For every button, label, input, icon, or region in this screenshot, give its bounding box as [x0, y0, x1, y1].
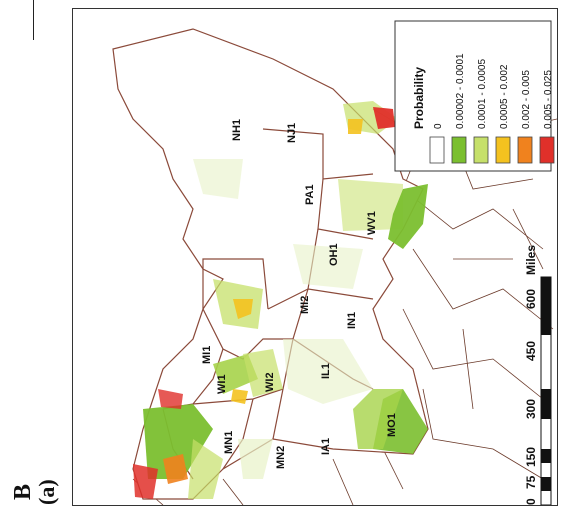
scale-tick-label: 300: [524, 399, 538, 419]
scale-tick-label: 150: [524, 447, 538, 467]
region-label-nh1: NH1: [231, 119, 243, 141]
region-label-wv1: WV1: [366, 211, 378, 235]
region-label-wi2: WI2: [264, 372, 276, 392]
region-label-in1: IN1: [346, 312, 358, 329]
scale-bar: 0 75 150 300 450 600 Miles: [524, 245, 552, 505]
legend-label: 0: [433, 123, 444, 129]
legend-swatch: [495, 136, 511, 164]
legend-title: Probability: [412, 67, 426, 129]
region-label-mn2: MN2: [275, 446, 287, 469]
region-label-il1: IL1: [320, 363, 332, 379]
scale-unit-label: Miles: [524, 245, 538, 275]
legend-swatch: [451, 136, 467, 164]
region-label-oh1: OH1: [328, 243, 340, 266]
divider-line: [33, 0, 34, 40]
scale-tick-label: 75: [524, 475, 538, 489]
region-label-mi1: MI1: [201, 346, 213, 364]
legend-label: 0.0001 - 0.0005: [477, 59, 488, 129]
scale-tick-label: 600: [524, 289, 538, 309]
legend-swatch: [517, 136, 533, 164]
scale-tick-label: 450: [524, 341, 538, 361]
region-label-mi2: MI2: [299, 296, 311, 314]
region-label-ia1: IA1: [320, 438, 332, 455]
region-label-nj1: NJ1: [286, 123, 298, 143]
legend-label: 0.005 - 0.025: [543, 70, 554, 129]
legend-swatch: [429, 136, 445, 164]
panel-letter: B: [10, 483, 36, 500]
legend: Probability 0 0.00002 - 0.0001 0.0001 - 0.…: [394, 20, 555, 172]
map-canvas: Probability 0 0.00002 - 0.0001 0.0001 - 0.…: [112, 20, 557, 505]
legend-swatch: [473, 136, 489, 164]
region-label-wi1: WI1: [216, 374, 228, 394]
legend-swatch: [539, 136, 555, 164]
legend-label: 0.002 - 0.005: [521, 70, 532, 129]
legend-label: 0.0005 - 0.002: [499, 64, 510, 129]
region-label-mn1: MN1: [223, 431, 235, 454]
region-label-pa1: PA1: [304, 184, 316, 205]
scale-tick-label: 0: [524, 498, 538, 505]
probability-patches: [133, 101, 428, 499]
legend-label: 0.00002 - 0.0001: [455, 53, 466, 129]
region-label-mo1: MO1: [386, 413, 398, 437]
map-frame: Probability 0 0.00002 - 0.0001 0.0001 - 0.…: [72, 8, 558, 506]
panel-sublabel: (a): [34, 479, 59, 505]
